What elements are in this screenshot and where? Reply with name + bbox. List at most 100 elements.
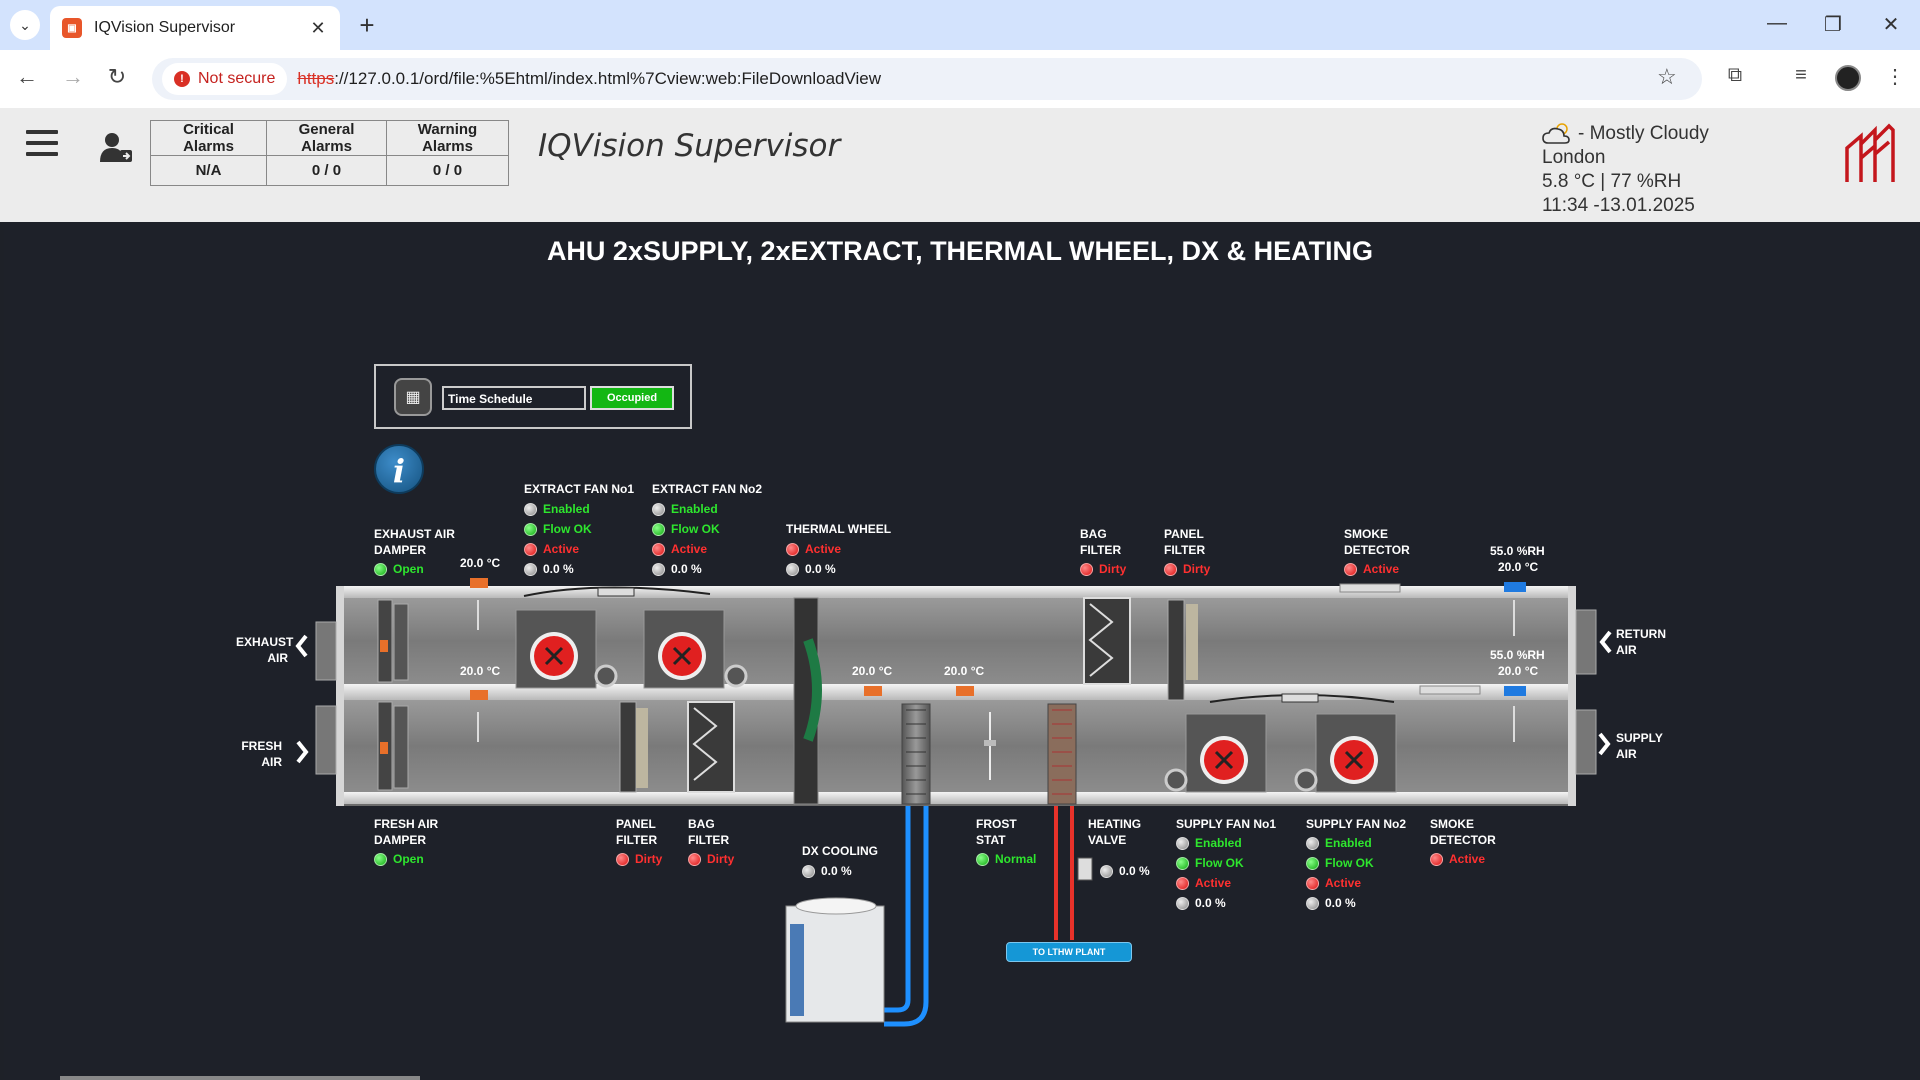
panel-filter-bottom-label: PANEL FILTER (616, 817, 658, 847)
return-humidity: 55.0 %RH (1490, 544, 1545, 558)
media-control-icon[interactable]: ≡ (1795, 64, 1807, 86)
alarm-summary-table: Critical Alarms General Alarms Warning A… (150, 120, 509, 186)
weather-city: London (1542, 147, 1606, 168)
back-icon[interactable]: ← (16, 64, 38, 89)
critical-alarms-value[interactable]: N/A (150, 155, 267, 186)
dx-cooling-label: DX COOLING (802, 844, 879, 858)
return-arrow-icon (1599, 630, 1612, 654)
fresh-arrow-icon (296, 740, 309, 764)
extract-fan-2-label: EXTRACT FAN No2 (652, 482, 763, 496)
extract-fan-1-alarm[interactable]: Active (524, 542, 579, 556)
supply-humidity: 55.0 %RH (1490, 648, 1545, 662)
exhaust-damper-status[interactable]: Open (374, 562, 424, 576)
new-tab-button[interactable]: + (359, 10, 375, 40)
thermal-wheel-speed[interactable]: 0.0 % (786, 562, 836, 576)
forward-icon[interactable]: → (62, 64, 84, 89)
thermal-wheel-label: THERMAL WHEEL (786, 522, 892, 536)
fresh-air-label: FRESH AIR (241, 739, 282, 769)
security-label: Not secure (198, 70, 276, 87)
restore-icon[interactable]: ❐ (1824, 14, 1842, 36)
hamburger-menu-icon[interactable] (26, 130, 58, 160)
chevron-down-icon: ⌄ (19, 16, 31, 33)
heating-valve-value[interactable]: 0.0 % (1100, 864, 1150, 878)
heating-coil (1047, 703, 1077, 805)
extract-fan-2-flow[interactable]: Flow OK (652, 522, 720, 536)
panel-filter-bottom-status[interactable]: Dirty (616, 852, 662, 866)
supply-air-label: SUPPLY AIR (1616, 731, 1663, 761)
wheel-temp-2: 20.0 °C (944, 664, 985, 678)
tab-search-button[interactable]: ⌄ (10, 10, 40, 40)
brand-logo (1845, 123, 1895, 182)
security-chip[interactable]: ! Not secure (162, 63, 288, 95)
supply-fan-1-flow[interactable]: Flow OK (1176, 856, 1244, 870)
schedule-status[interactable]: Occupied (590, 386, 674, 410)
supply-fan-1-alarm[interactable]: Active (1176, 876, 1231, 890)
page-heading: AHU 2xSUPPLY, 2xEXTRACT, THERMAL WHEEL, … (546, 236, 1374, 266)
critical-alarms-header[interactable]: Critical Alarms (150, 120, 267, 156)
bag-filter-top-status[interactable]: Dirty (1080, 562, 1126, 576)
extract-fan-1-speed[interactable]: 0.0 % (524, 562, 574, 576)
horizontal-scrollbar[interactable] (60, 1076, 420, 1080)
dx-cooling-value[interactable]: 0.0 % (802, 864, 852, 878)
frost-stat-status[interactable]: Normal (976, 852, 1036, 866)
info-icon[interactable]: i (374, 444, 424, 494)
weather-datetime: 11:34 -13.01.2025 (1542, 195, 1695, 216)
return-air-label: RETURN AIR (1616, 627, 1666, 657)
supply-fan-2-flow[interactable]: Flow OK (1306, 856, 1374, 870)
weather-widget: - Mostly Cloudy London 5.8 °C | 77 %RH 1… (1542, 122, 1709, 218)
thermal-wheel-alarm[interactable]: Active (786, 542, 841, 556)
extract-fan-2-speed[interactable]: 0.0 % (652, 562, 702, 576)
warning-alarms-header[interactable]: Warning Alarms (386, 120, 509, 156)
lthw-plant-button[interactable]: TO LTHW PLANT (1006, 942, 1132, 962)
fresh-temp: 20.0 °C (460, 664, 501, 678)
bag-filter-bottom-status[interactable]: Dirty (688, 852, 734, 866)
humidity-sensor-supply (1504, 686, 1526, 696)
smoke-detector-top-status[interactable]: Active (1344, 562, 1399, 576)
extract-fan-2 (643, 609, 748, 689)
extract-fan-1-enabled[interactable]: Enabled (524, 502, 590, 516)
panel-filter-top (1167, 599, 1198, 701)
smoke-detector-bottom-status[interactable]: Active (1430, 852, 1485, 866)
temp-sensor-wheel-1 (864, 686, 882, 696)
temp-sensor-exhaust (470, 578, 488, 588)
close-icon[interactable]: ✕ (310, 17, 326, 38)
condensing-unit (785, 897, 885, 1023)
address-bar[interactable]: ! Not secure https ://127.0.0.1/ord/file… (152, 58, 1702, 100)
bag-filter-bottom (687, 701, 735, 793)
fresh-damper-status[interactable]: Open (374, 852, 424, 866)
supply-fan-2-alarm[interactable]: Active (1306, 876, 1361, 890)
return-temp: 20.0 °C (1498, 560, 1539, 574)
close-window-icon[interactable]: ✕ (1882, 14, 1900, 36)
dx-pipe-1 (884, 806, 911, 1013)
general-alarms-value[interactable]: 0 / 0 (266, 155, 387, 186)
extensions-icon[interactable]: ⧉ (1727, 64, 1743, 86)
minimize-icon[interactable]: — (1767, 12, 1787, 34)
supply-flange (1575, 709, 1597, 775)
supply-arrow-icon (1598, 732, 1611, 756)
general-alarms-header[interactable]: General Alarms (266, 120, 387, 156)
extract-fan-1 (515, 609, 618, 689)
dx-coil (901, 703, 931, 805)
schedule-label[interactable]: Time Schedule (442, 386, 586, 410)
supply-fan-1-enabled[interactable]: Enabled (1176, 836, 1242, 850)
calendar-icon[interactable]: ▦ (394, 378, 432, 416)
dx-pipe-2 (884, 806, 929, 1027)
supply-fan-2 (1294, 713, 1397, 793)
user-login-icon[interactable] (98, 130, 134, 166)
reload-icon[interactable]: ↻ (107, 64, 127, 89)
warning-alarms-value[interactable]: 0 / 0 (386, 155, 509, 186)
exhaust-arrow-icon (295, 634, 308, 658)
supply-fan-2-enabled[interactable]: Enabled (1306, 836, 1372, 850)
extract-fan-2-alarm[interactable]: Active (652, 542, 707, 556)
bookmark-star-icon[interactable]: ☆ (1657, 64, 1677, 89)
profile-avatar[interactable] (1835, 65, 1861, 91)
supply-fan-2-speed[interactable]: 0.0 % (1306, 896, 1356, 910)
supply-fan-1-speed[interactable]: 0.0 % (1176, 896, 1226, 910)
panel-filter-top-status[interactable]: Dirty (1164, 562, 1210, 576)
extract-fan-2-enabled[interactable]: Enabled (652, 502, 718, 516)
menu-kebab-icon[interactable]: ⋮ (1885, 66, 1905, 88)
browser-tab[interactable]: ▣ IQVision Supervisor ✕ (50, 6, 340, 50)
panel-filter-top-label: PANEL FILTER (1164, 527, 1206, 557)
extract-fan-1-flow[interactable]: Flow OK (524, 522, 592, 536)
